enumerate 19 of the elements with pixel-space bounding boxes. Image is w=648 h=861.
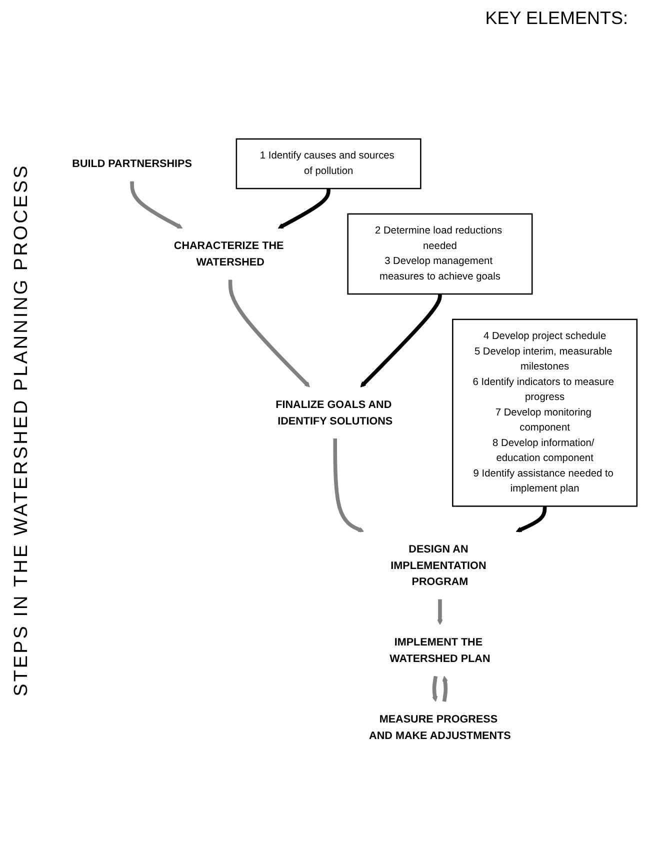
node-text: DESIGN AN IMPLEMENTATION PROGRAM: [390, 543, 486, 588]
arrow: [333, 438, 364, 532]
arrow: [442, 676, 448, 702]
node-text: BUILD PARTNERSHIPS: [72, 158, 192, 170]
arrow: [432, 676, 438, 702]
node-box: 4 Develop project schedule 5 Develop interim, measurable milestones 6 Identify indicators to measure progress 7 Develop monitoring component 8 Develop information/ education component 9 Identify assistance needed to implement plan: [452, 318, 638, 507]
arrow: [360, 294, 442, 388]
node-text: CHARACTERIZE THE WATERSHED: [174, 240, 284, 268]
node-text: IMPLEMENT THE WATERSHED PLAN: [390, 636, 490, 664]
arrow: [278, 188, 330, 229]
node-box: 2 Determine load reductions needed 3 Develop management measures to achieve goals: [347, 213, 533, 295]
node-text: MEASURE PROGRESS AND MAKE ADJUSTMENTS: [369, 713, 511, 742]
arrow: [437, 599, 443, 625]
side-label: STEPS IN THE WATERSHED PLANNING PROCESS: [11, 164, 33, 696]
arrow: [228, 280, 310, 388]
node-box: 1 Identify causes and sources of pollution: [236, 138, 422, 190]
heading-text: KEY ELEMENTS:: [485, 8, 628, 28]
node-text: FINALIZE GOALS AND IDENTIFY SOLUTIONS: [276, 398, 393, 427]
arrow: [130, 181, 183, 229]
